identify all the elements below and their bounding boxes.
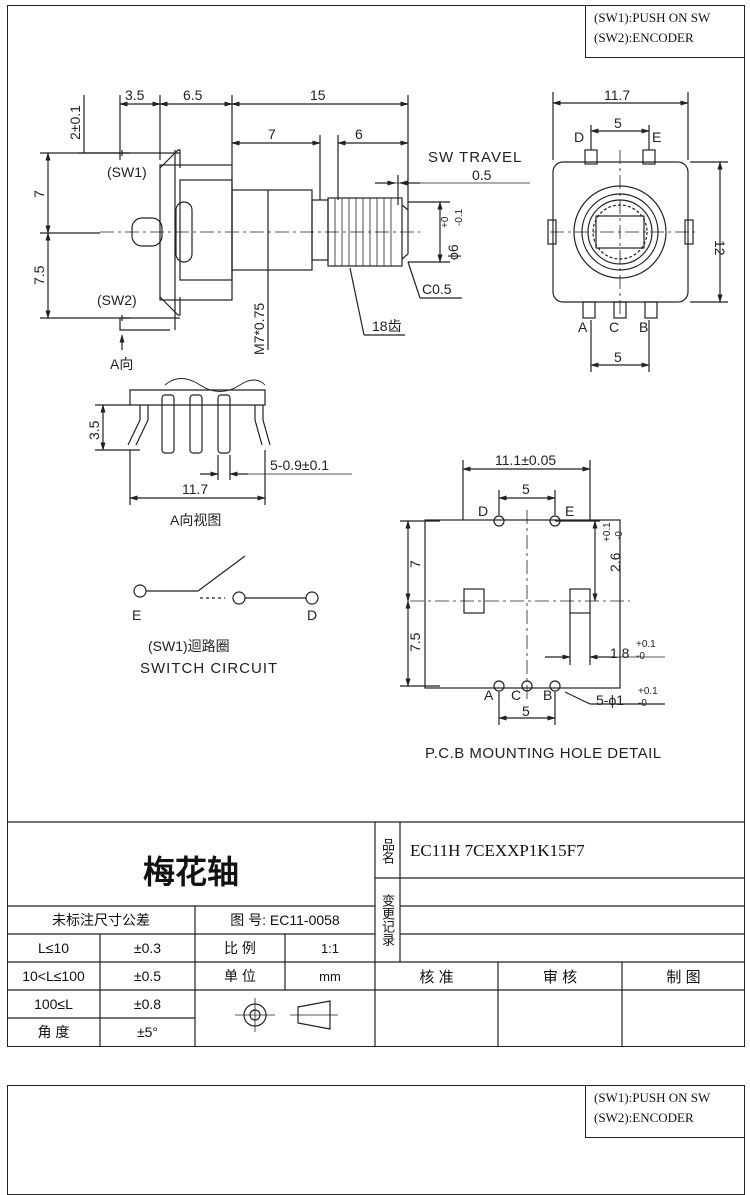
front-view [547,92,728,372]
approve-label: 核 准 [419,968,454,986]
legend-sw1: (SW1):PUSH ON SW [594,10,711,25]
label-sw2: (SW2) [97,292,137,308]
dim-15: 15 [310,87,326,103]
second-switch-legend: (SW1):PUSH ON SW (SW2):ENCODER [585,1085,745,1138]
tol-value-2: ±0.5 [133,968,162,984]
pcb-pin-a: A [484,687,494,703]
circuit-e: E [132,607,141,623]
tolerance-title: 未标注尺寸公差 [52,912,150,928]
pcb-slot: 1.8 [610,645,630,661]
pcb-dim-7-5: 7.5 [407,632,423,652]
pin-b: B [639,319,648,335]
switch-legend: (SW1):PUSH ON SW (SW2):ENCODER [585,5,745,58]
tol-range-3: 100≤L [34,996,73,1012]
tol-value-4: ±5° [136,1024,159,1040]
tol-range-2: 10<L≤100 [22,968,85,984]
a-view [95,378,352,505]
a-view-pins: 5-0.9±0.1 [270,457,329,473]
front-height: 12 [712,240,728,256]
pcb-pin-c: C [511,687,521,703]
shaft-tol-plus: +0 [440,216,451,228]
a-view-caption: A向视图 [170,512,221,528]
pcb-holes-plus: +0.1 [638,686,658,697]
a-view-height: 3.5 [86,420,102,440]
shaft-tol-minus: -0.1 [454,208,465,226]
pcb-pitch-bottom: 5 [522,703,530,719]
pcb-pin-b: B [543,687,552,703]
draft-label: 制 图 [666,968,701,986]
sw-travel-value: 0.5 [472,167,492,183]
pin-e-top: E [652,129,661,145]
teeth-label: 18齿 [372,318,402,334]
circuit-caption-cn: (SW1)迴路圈 [148,638,230,654]
pin-label: 品名 [380,838,395,864]
pin-a: A [578,319,588,335]
dim-left-7-5: 7.5 [31,265,47,285]
pcb-slot-plus: +0.1 [636,639,656,650]
pcb-holes-minus: -0 [638,698,647,709]
drawing-sheet [7,5,745,1047]
switch-circuit [133,555,319,605]
front-width: 11.7 [604,87,630,103]
shaft-diameter: ϕ6 [445,244,461,260]
title-block-grid [7,821,745,1047]
front-pitch-bottom: 5 [614,349,622,365]
pin-d-top: D [574,129,584,145]
tol-range-4: 角 度 [37,1024,70,1040]
pcb-dim-2-6: 2.6 [607,552,623,572]
dim-3-5: 3.5 [125,87,145,103]
dim-left-7: 7 [31,190,47,198]
tol-value-3: ±0.8 [133,996,162,1012]
review-label: 审 核 [542,968,578,986]
front-pitch-top: 5 [614,115,622,131]
circuit-caption-en: SWITCH CIRCUIT [140,660,278,677]
pcb-caption: P.C.B MOUNTING HOLE DETAIL [425,745,662,762]
thread-label: M7*0.75 [251,303,267,355]
pcb-holes: 5-ϕ1 [596,692,624,708]
dim-6: 6 [355,126,363,142]
unit-label: 单 位 [224,968,256,984]
dim-2-0-1: 2±0.1 [67,105,83,140]
scale-label: 比 例 [224,940,256,956]
pcb-dim-2-6-plus: +0.1 [602,522,613,542]
change-record-label: 变更记录 [380,894,395,946]
model-number: EC11H 7CEXXP1K15F7 [410,841,585,860]
pcb-width: 11.1±0.05 [495,452,556,468]
tol-range-1: L≤10 [37,940,70,956]
unit-value: mm [319,968,341,984]
product-name: 梅花轴 [142,854,239,890]
second-legend-sw2: (SW2):ENCODER [594,1110,694,1125]
tol-value-1: ±0.3 [133,940,162,956]
chamfer-label: C0.5 [422,281,452,297]
pcb-slot-minus: -0 [636,651,645,662]
view-arrow-label: A向 [110,356,133,372]
a-view-width: 11.7 [182,481,208,497]
circuit-d: D [307,607,317,623]
drawing-number: 图 号: EC11-0058 [230,912,340,928]
scale-value: 1:1 [320,940,340,956]
pcb-pin-d: D [478,503,488,519]
side-view [40,95,530,350]
dim-6-5: 6.5 [183,87,203,103]
sw-travel-label: SW TRAVEL [428,149,522,166]
pcb-pitch-top: 5 [522,481,530,497]
pcb-pin-e: E [565,503,574,519]
label-sw1: (SW1) [107,164,147,180]
second-legend-sw1: (SW1):PUSH ON SW [594,1090,711,1105]
legend-sw2: (SW2):ENCODER [594,30,694,45]
pin-c: C [609,319,619,335]
pcb-dim-2-6-minus: -0 [614,531,625,540]
pcb-dim-7: 7 [407,560,423,568]
pcb-detail [400,460,665,725]
dim-7: 7 [268,126,276,142]
